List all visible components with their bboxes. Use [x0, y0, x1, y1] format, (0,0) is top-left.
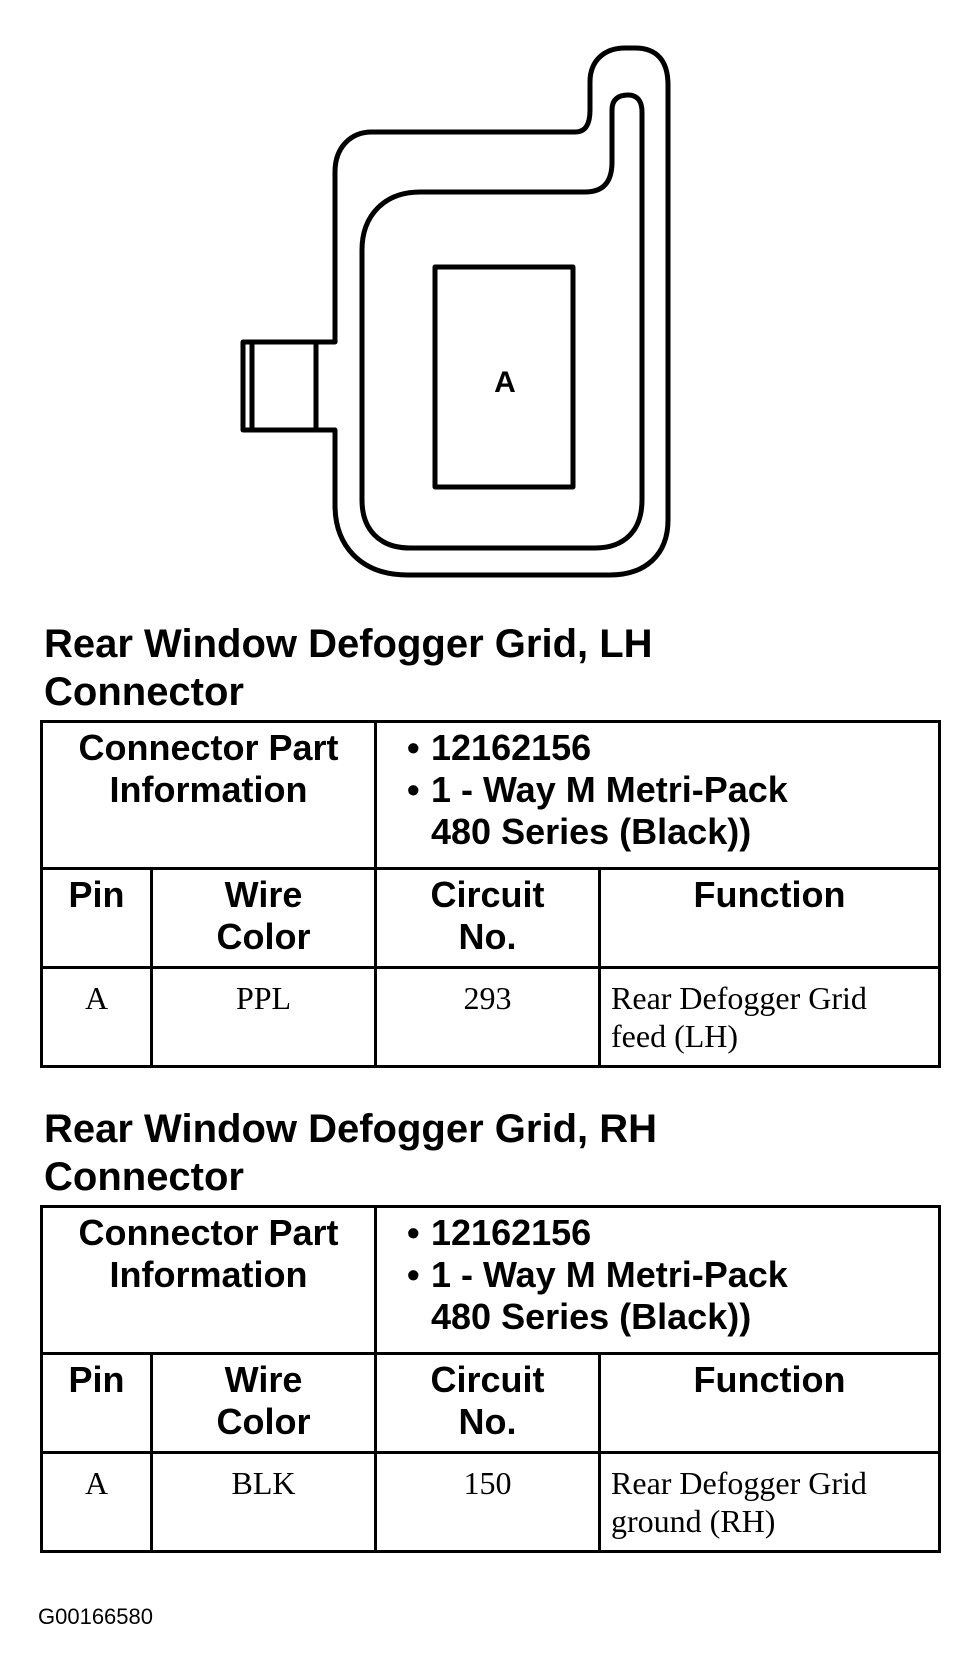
rh-title-line1: Rear Window Defogger Grid, RH [44, 1107, 658, 1151]
figure-code: G00166580 [38, 1604, 153, 1629]
part-number: •12162156 [407, 1212, 592, 1253]
part-info-values: •12162156 •1 - Way M Metri-Pack 480 Seri… [374, 720, 942, 870]
part-info-row: Connector Part Information •12162156 •1 … [39, 1205, 942, 1355]
lh-connector-table: Connector Part Information •12162156 •1 … [39, 720, 942, 1068]
connector-face-diagram: A [240, 45, 671, 578]
cell-wire-color: BLK [149, 1451, 378, 1553]
part-info-label: Connector Part Information [39, 1205, 378, 1355]
rh-connector-title: Rear Window Defogger Grid, RH Connector [44, 1105, 657, 1201]
rh-title-line2: Connector [44, 1155, 244, 1199]
lh-title-line2: Connector [44, 670, 244, 714]
lh-title-line1: Rear Window Defogger Grid, LH [44, 622, 653, 666]
rh-connector-table: Connector Part Information •12162156 •1 … [39, 1205, 942, 1553]
cell-wire-color: PPL [149, 966, 378, 1068]
header-function: Function [598, 867, 942, 969]
cell-circuit-no: 293 [374, 966, 602, 1068]
connector-housing-inner-outline [359, 92, 645, 551]
cell-pin: A [40, 966, 153, 1068]
part-number: •12162156 [407, 727, 592, 768]
connector-housing-outline [240, 45, 671, 578]
part-info-label: Connector Part Information [39, 720, 378, 870]
header-function: Function [598, 1352, 942, 1454]
part-description: •1 - Way M Metri-Pack [407, 1254, 788, 1295]
cell-circuit-no: 150 [374, 1451, 602, 1553]
part-description: •1 - Way M Metri-Pack [407, 769, 788, 810]
lh-connector-title: Rear Window Defogger Grid, LH Connector [44, 620, 653, 716]
part-description-cont: 480 Series (Black)) [431, 811, 752, 852]
cell-pin: A [40, 1451, 153, 1553]
header-pin: Pin [40, 1352, 153, 1454]
terminal-label-a: A [494, 366, 516, 399]
terminal-cavity-a [432, 264, 576, 490]
part-info-row: Connector Part Information •12162156 •1 … [39, 720, 942, 870]
header-pin: Pin [40, 867, 153, 969]
part-info-values: •12162156 •1 - Way M Metri-Pack 480 Seri… [374, 1205, 942, 1355]
part-description-cont: 480 Series (Black)) [431, 1296, 752, 1337]
